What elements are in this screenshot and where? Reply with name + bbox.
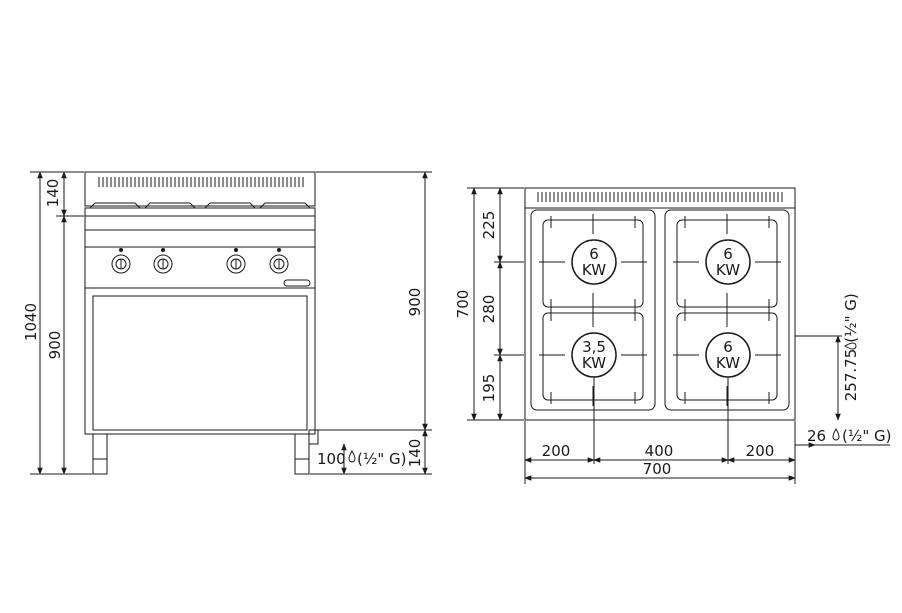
oven-door[interactable] (92, 295, 308, 431)
front-view (84, 171, 319, 475)
dim-depth-top: 225 (480, 211, 498, 240)
burner-unit: KW (716, 261, 740, 279)
dim-total-height: 1040 (22, 303, 40, 341)
burner-unit: KW (582, 354, 606, 372)
hob-top (84, 207, 316, 217)
gas-drop-icon (348, 450, 356, 463)
ignition-button[interactable] (283, 279, 311, 287)
burner-circle-2 (705, 239, 751, 285)
grid-prongs (539, 214, 781, 406)
burner-unit: KW (582, 261, 606, 279)
front-dimensions (30, 171, 432, 475)
gas-thread-front: (½" G) (357, 450, 407, 468)
dim-width-total: 700 (643, 460, 672, 478)
dim-depth: 700 (454, 290, 472, 319)
dim-gas-connection: 100 (317, 450, 346, 468)
backsplash (84, 171, 316, 207)
burner-unit: KW (716, 354, 740, 372)
foot-right (294, 433, 310, 475)
zone-right (664, 209, 790, 411)
top-view (524, 187, 796, 421)
front-vents (98, 177, 304, 187)
burner-power: 6 (723, 338, 733, 356)
dim-gas-side: 257.75 (842, 349, 860, 402)
burner-power: 6 (589, 245, 599, 263)
knob-left-1[interactable] (111, 248, 131, 274)
foot-left (92, 433, 108, 475)
burner-3: 3,5 KW (582, 338, 606, 372)
dim-body-height: 900 (46, 331, 64, 360)
dim-depth-mid: 280 (480, 295, 498, 324)
top-vents (537, 192, 783, 202)
gas-thread-offset: (½" G) (842, 427, 892, 445)
dim-foot-height: 140 (406, 439, 424, 468)
burner-circle-1 (571, 239, 617, 285)
burner-power: 3,5 (582, 338, 606, 356)
dim-depth-bottom: 195 (480, 374, 498, 403)
zone-left (530, 209, 656, 411)
gas-drop-icon (832, 428, 840, 441)
dim-width-left: 200 (542, 442, 571, 460)
gas-pipe (308, 429, 319, 445)
dim-gas-offset: 26 (807, 427, 826, 445)
knob-right-2[interactable] (269, 248, 289, 274)
gas-drop-icon (844, 342, 857, 350)
dim-top-height: 140 (44, 179, 62, 208)
burner-2: 6 KW (716, 245, 740, 279)
pan-supports-front (89, 202, 311, 209)
dim-width-right: 200 (746, 442, 775, 460)
top-rim (84, 215, 316, 231)
oven-body (84, 287, 316, 435)
burner-power: 6 (723, 245, 733, 263)
gas-thread-side: (½" G) (842, 293, 860, 343)
knob-left-2[interactable] (153, 248, 173, 274)
top-dimensions (467, 187, 890, 484)
dim-right-height: 900 (406, 288, 424, 317)
hob-outline (524, 187, 796, 421)
burner-1: 6 KW (582, 245, 606, 279)
dim-width-mid: 400 (645, 442, 674, 460)
burner-4: 6 KW (716, 338, 740, 372)
knob-right-1[interactable] (226, 248, 246, 274)
